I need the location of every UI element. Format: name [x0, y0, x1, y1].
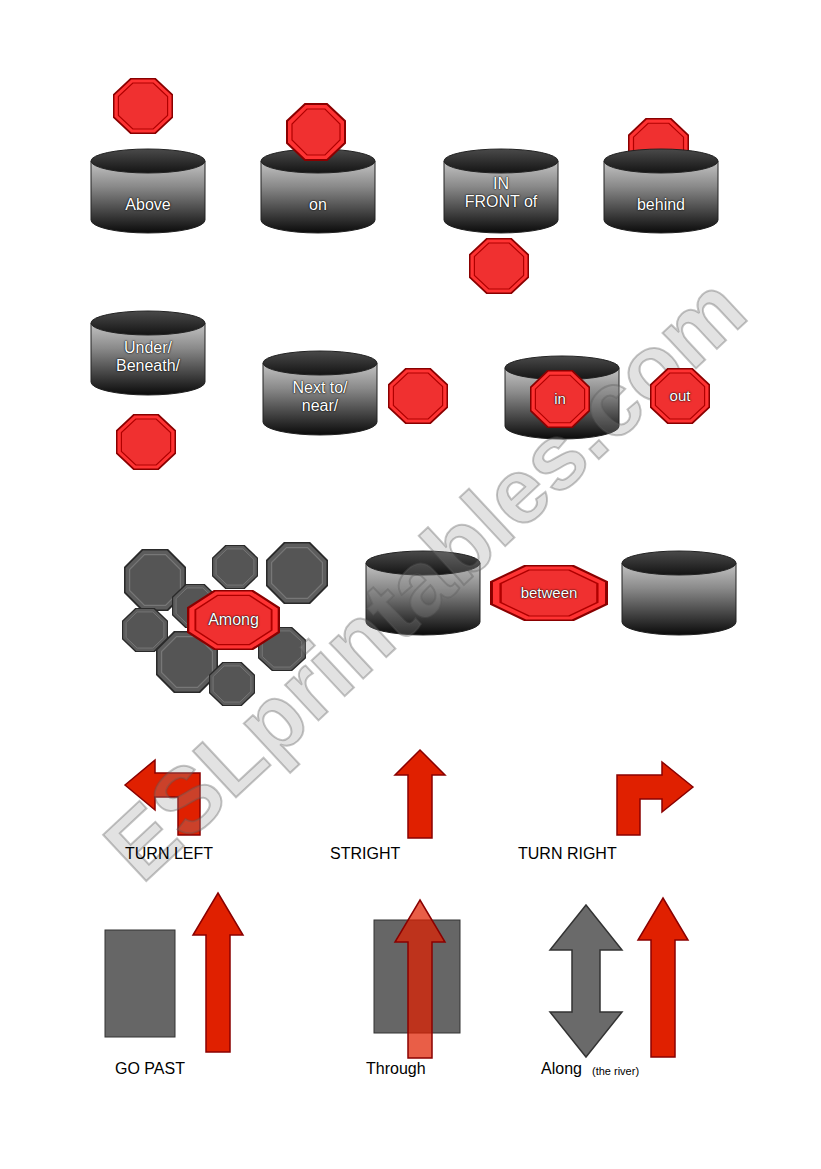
cylinder-box: Next to/ near/	[262, 350, 378, 436]
cylinder-box: Under/ Beneath/	[90, 310, 206, 396]
octagon-box: in	[530, 370, 590, 428]
cylinder-box: behind	[603, 148, 719, 234]
cylinder-box: IN FRONT of	[443, 148, 559, 234]
caption-label: GO PAST	[115, 1060, 185, 1078]
caption-label: TURN RIGHT	[518, 845, 617, 863]
node-label: behind	[613, 196, 709, 214]
caption-label: STRIGHT	[330, 845, 400, 863]
cylinder-box: Above	[90, 148, 206, 234]
caption-label: TURN LEFT	[125, 845, 213, 863]
node-label: Under/ Beneath/	[108, 339, 188, 376]
caption-label: Through	[366, 1060, 426, 1078]
caption-label: (the river)	[592, 1065, 639, 1077]
node-label: Among	[208, 611, 259, 629]
node-label: IN FRONT of	[464, 175, 538, 212]
cylinder-shape	[90, 148, 206, 234]
octagon-box: out	[650, 368, 710, 424]
caption-label: Along	[541, 1060, 582, 1078]
cylinder-shape	[603, 148, 719, 234]
cylinder-box: on	[260, 148, 376, 234]
node-label: on	[270, 196, 366, 214]
node-label: between	[521, 584, 578, 601]
node-label: Above	[100, 196, 196, 214]
octagon-box: between	[490, 565, 608, 621]
node-label: out	[670, 387, 691, 404]
cylinder-shape	[260, 148, 376, 234]
node-label: in	[554, 390, 566, 407]
octagon-box: Among	[187, 590, 280, 650]
node-label: Next to/ near/	[285, 379, 355, 416]
